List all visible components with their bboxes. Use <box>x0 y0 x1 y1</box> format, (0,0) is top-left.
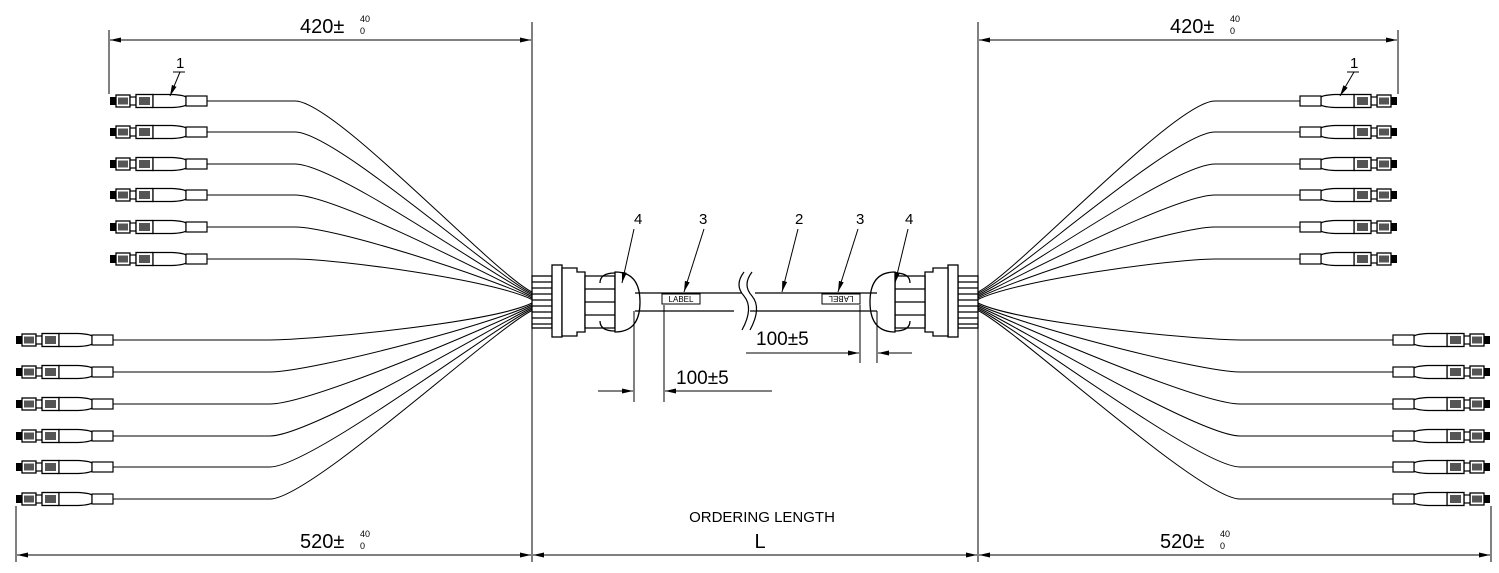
fiber-connector <box>15 396 114 412</box>
fiber-connectors <box>15 93 1491 507</box>
dimension-bottom-left: 520± 40 0 <box>300 529 370 553</box>
fiber-leg <box>977 310 1393 500</box>
svg-text:420±: 420± <box>1170 16 1214 38</box>
fiber-connector <box>1392 332 1491 348</box>
svg-text:0: 0 <box>1230 26 1235 36</box>
extension-lines <box>15 22 1492 562</box>
label-right: LABEL <box>821 293 861 305</box>
trunk-cable <box>635 271 877 331</box>
fiber-leg <box>207 258 533 300</box>
svg-text:LABEL: LABEL <box>828 294 853 303</box>
cable-gland-left <box>531 264 641 338</box>
fiber-connector <box>109 251 208 267</box>
svg-text:40: 40 <box>360 14 370 24</box>
svg-text:40: 40 <box>1220 529 1230 539</box>
fiber-leg <box>113 304 533 373</box>
fiber-connector <box>15 491 114 507</box>
fiber-legs <box>113 100 1393 500</box>
dimension-lines <box>17 37 1490 558</box>
fiber-connector <box>109 124 208 140</box>
svg-text:40: 40 <box>360 529 370 539</box>
svg-text:520±: 520± <box>300 531 344 553</box>
fiber-connector <box>1392 364 1491 380</box>
fiber-leg <box>977 226 1300 299</box>
fiber-leg <box>977 163 1300 296</box>
fiber-leg <box>207 226 533 299</box>
fiber-connector <box>109 93 208 109</box>
ordering-length-caption: ORDERING LENGTH <box>689 509 835 526</box>
fiber-connector <box>15 364 114 380</box>
fiber-connector <box>1392 396 1491 412</box>
fiber-connector <box>15 459 114 475</box>
fiber-leg <box>113 302 533 341</box>
fiber-leg <box>977 304 1393 373</box>
callout-gland-left: 4 <box>634 211 642 228</box>
fiber-leg <box>977 131 1300 294</box>
label-offset-left-text: 100±5 <box>676 368 729 389</box>
fiber-connector <box>1299 187 1398 203</box>
fiber-leg <box>977 307 1393 437</box>
fiber-connector <box>1299 124 1398 140</box>
callout-cable: 2 <box>795 211 803 228</box>
callout-gland-right: 4 <box>905 211 913 228</box>
fiber-leg <box>977 305 1393 405</box>
label-offset-right-text: 100±5 <box>756 329 809 350</box>
fiber-leg <box>207 100 533 293</box>
fiber-leg <box>113 308 533 468</box>
label-offset-right <box>746 305 912 363</box>
callout-connector-right: 1 <box>1350 55 1358 72</box>
fiber-connector <box>1392 459 1491 475</box>
fiber-connector <box>1299 251 1398 267</box>
svg-text:420±: 420± <box>300 16 344 38</box>
fiber-leg <box>113 307 533 437</box>
fiber-connector <box>109 219 208 235</box>
callout-connector-left: 1 <box>176 55 184 72</box>
dimension-bottom-right: 520± 40 0 <box>1160 529 1230 553</box>
svg-text:LABEL: LABEL <box>669 295 694 304</box>
fiber-connector <box>109 187 208 203</box>
fiber-leg <box>977 302 1393 341</box>
svg-text:0: 0 <box>360 541 365 551</box>
label-left: LABEL <box>661 293 701 305</box>
fiber-connector <box>1299 156 1398 172</box>
svg-text:0: 0 <box>1220 541 1225 551</box>
fiber-leg <box>207 163 533 296</box>
callout-leaders <box>169 71 1359 293</box>
fiber-leg <box>113 305 533 405</box>
svg-text:40: 40 <box>1230 14 1240 24</box>
fiber-leg <box>977 194 1300 297</box>
fiber-leg <box>207 194 533 297</box>
callout-label-right: 3 <box>856 211 864 228</box>
svg-text:520±: 520± <box>1160 531 1204 553</box>
fiber-leg <box>977 308 1393 468</box>
ordering-length-symbol: L <box>754 531 765 553</box>
fiber-connector <box>1299 93 1398 109</box>
svg-text:0: 0 <box>360 26 365 36</box>
fiber-connector <box>1392 428 1491 444</box>
fiber-leg <box>977 100 1300 293</box>
fiber-leg <box>977 258 1300 300</box>
callout-label-left: 3 <box>699 211 707 228</box>
fiber-leg <box>207 131 533 294</box>
fiber-connector <box>1299 219 1398 235</box>
fiber-leg <box>113 310 533 500</box>
fiber-connector <box>15 428 114 444</box>
fiber-connector <box>15 332 114 348</box>
dimension-top-right: 420± 40 0 <box>1170 14 1240 38</box>
dimension-top-left: 420± 40 0 <box>300 14 370 38</box>
fiber-connector <box>1392 491 1491 507</box>
cable-gland-right <box>869 264 979 338</box>
label-offset-left <box>598 305 772 402</box>
fiber-connector <box>109 156 208 172</box>
